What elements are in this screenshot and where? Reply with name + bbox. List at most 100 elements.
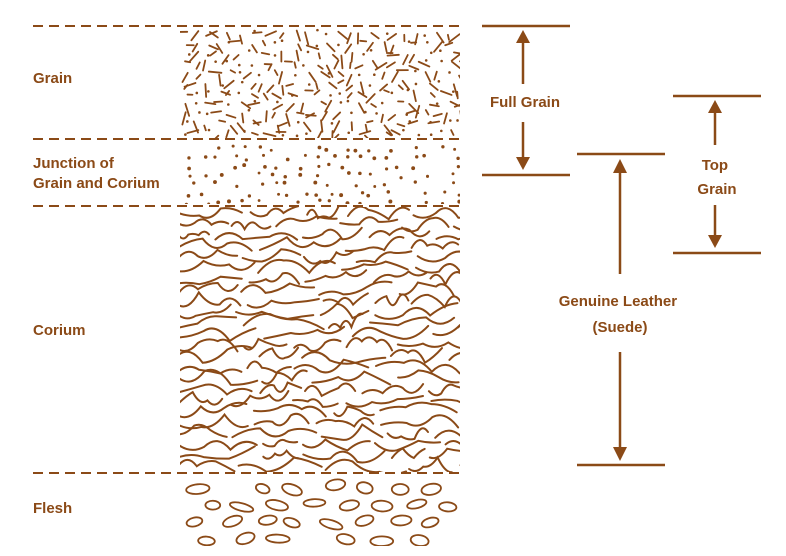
grain-stroke xyxy=(273,69,279,76)
junction-dot xyxy=(318,198,322,202)
grain-stroke xyxy=(271,111,276,119)
grain-stroke xyxy=(315,82,319,90)
grain-stroke xyxy=(266,84,275,94)
grain-stroke xyxy=(345,73,353,87)
grain-dot xyxy=(452,90,455,93)
grain-stroke xyxy=(428,82,439,91)
corium-fiber xyxy=(375,359,460,375)
grain-stroke xyxy=(181,111,187,126)
grain-dot xyxy=(426,40,429,44)
junction-dot xyxy=(345,201,350,204)
flesh-oval xyxy=(302,498,327,508)
junction-dot xyxy=(296,200,300,204)
grain-stroke xyxy=(250,82,257,90)
full-grain-arrow-up-head xyxy=(516,30,530,43)
junction-dot xyxy=(411,166,416,171)
genuine-leather-arrow-up-head xyxy=(613,159,627,173)
grain-stroke xyxy=(183,82,197,88)
corium-fiber xyxy=(435,235,460,241)
grain-stroke xyxy=(433,40,444,53)
grain-dot xyxy=(253,29,256,33)
junction-dot xyxy=(367,149,371,153)
bracket-label-genuine-leather: Genuine Leather (Suede) xyxy=(559,293,682,336)
junction-dot xyxy=(456,165,460,169)
corium-fiber xyxy=(319,302,370,320)
flesh-oval xyxy=(420,516,440,529)
junction-dot xyxy=(314,193,318,197)
grain-stroke xyxy=(184,102,191,117)
grain-dot xyxy=(429,133,433,136)
corium-fiber xyxy=(341,260,409,271)
corium-fiber xyxy=(257,258,336,275)
junction-dot xyxy=(347,171,351,175)
junction-dot xyxy=(270,172,275,177)
junction-dot xyxy=(324,147,329,152)
grain-dot xyxy=(327,72,331,75)
corium-fiber xyxy=(306,207,340,220)
grain-stroke xyxy=(262,92,269,101)
grain-stroke xyxy=(337,79,345,84)
corium-fiber xyxy=(180,368,259,386)
junction-dot xyxy=(231,144,235,148)
corium-fiber xyxy=(180,259,256,273)
corium-fiber xyxy=(428,447,460,460)
grain-stroke xyxy=(429,103,440,108)
corium-fiber xyxy=(180,440,258,452)
grain-dot xyxy=(414,82,418,86)
corium-fiber xyxy=(258,236,342,251)
grain-dot xyxy=(375,112,378,115)
grain-stroke xyxy=(448,33,460,43)
junction-dot xyxy=(203,155,208,159)
genuine-leather-arrow-down-head xyxy=(613,447,627,461)
junction-dot xyxy=(424,200,428,204)
junction-dot xyxy=(285,157,290,162)
junction-dot xyxy=(257,199,261,202)
junction-dot xyxy=(389,148,393,153)
flesh-oval xyxy=(265,533,291,544)
junction-dot xyxy=(258,145,263,149)
grain-stroke xyxy=(402,54,409,66)
corium-fiber xyxy=(275,215,338,228)
grain-stroke xyxy=(285,83,294,87)
grain-stroke xyxy=(225,90,231,96)
grain-dot xyxy=(187,53,191,56)
grain-dot xyxy=(247,49,251,52)
grain-stroke xyxy=(346,92,353,99)
grain-stroke xyxy=(459,110,460,116)
grain-dot xyxy=(306,50,310,54)
junction-dot xyxy=(413,180,417,184)
corium-fiber xyxy=(180,230,210,240)
junction-dot xyxy=(452,181,456,185)
junction-dot xyxy=(423,191,427,195)
grain-texture xyxy=(180,28,460,138)
grain-dot xyxy=(423,34,426,37)
grain-stroke xyxy=(261,39,267,47)
junction-dot xyxy=(303,153,307,157)
corium-fiber xyxy=(180,303,232,320)
flesh-oval xyxy=(235,531,256,546)
corium-fiber xyxy=(248,272,301,285)
junction-dot xyxy=(233,165,238,170)
bracket-label-top-grain-line2: Grain xyxy=(697,181,736,198)
corium-fiber xyxy=(252,403,327,418)
grain-dot xyxy=(448,71,451,74)
grain-dot xyxy=(184,133,187,136)
grain-dot xyxy=(198,111,201,114)
junction-dot xyxy=(443,190,447,194)
grain-dot xyxy=(294,73,297,77)
junction-dot xyxy=(213,155,217,159)
corium-fiber xyxy=(180,365,243,375)
grain-stroke xyxy=(337,30,349,40)
junction-dot xyxy=(282,180,287,185)
corium-fiber xyxy=(302,250,354,265)
grain-dot xyxy=(329,94,332,97)
grain-dot xyxy=(350,111,353,115)
junction-dot xyxy=(247,194,252,198)
grain-stroke xyxy=(247,101,261,106)
corium-fiber xyxy=(372,270,428,284)
grain-dot xyxy=(247,108,251,112)
grain-dot xyxy=(408,120,412,123)
grain-stroke xyxy=(350,51,354,63)
junction-dot xyxy=(394,165,399,170)
